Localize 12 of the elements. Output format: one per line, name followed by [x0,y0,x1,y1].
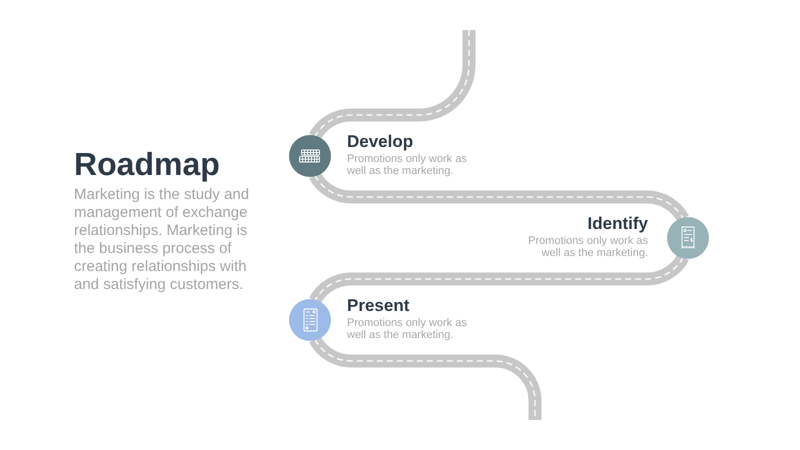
description-paragraph: Marketing is the study and management of exchange relationships. Marketing is the business process of creating relationships with and satisfying customers. [74,186,250,294]
milestone-description: Promotions only work as well as the marketing. [527,235,648,259]
road [309,336,542,420]
milestone-description: Promotions only work as well as the marketing. [347,317,468,341]
milestone-title: Present [347,296,410,316]
title: Roadmap [74,146,221,182]
milestone-title: Identify [586,214,648,234]
milestone-description: Promotions only work as well as the marketing. [347,153,468,177]
road [309,30,476,140]
road [309,172,689,222]
road [309,254,689,304]
milestone-title: Develop [347,132,414,152]
